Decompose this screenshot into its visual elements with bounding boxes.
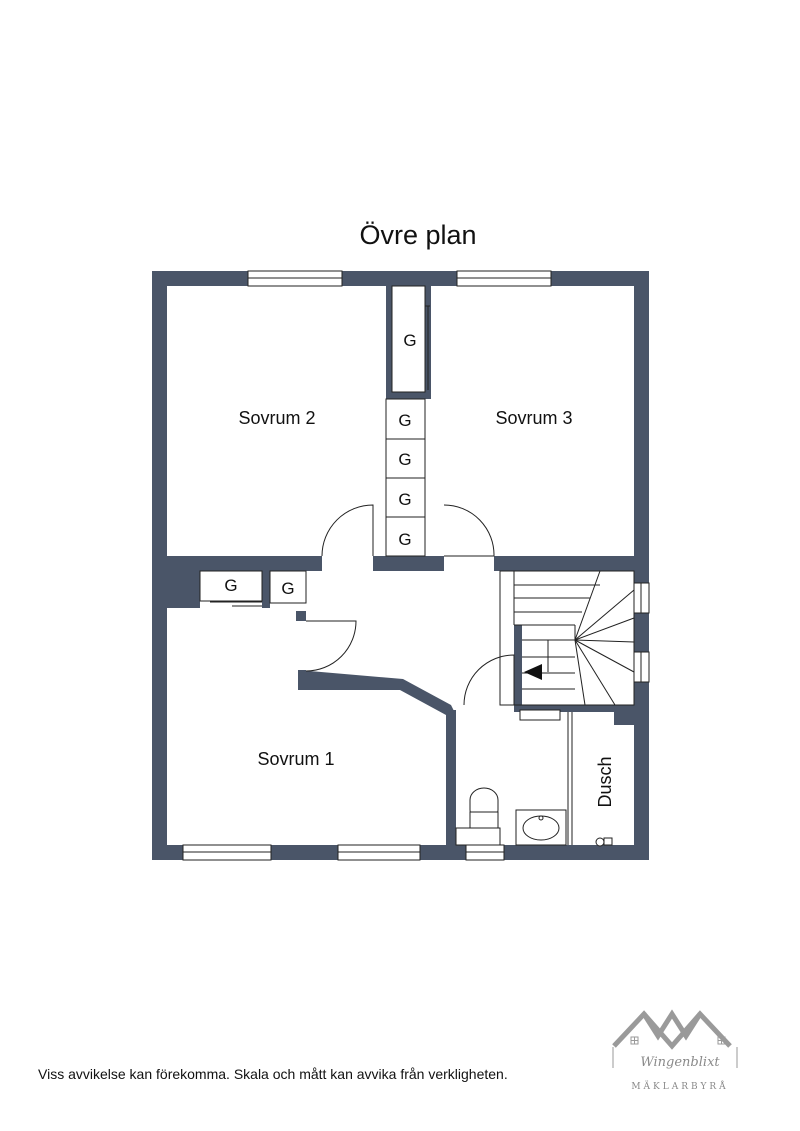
logo-windows-icon	[612, 1036, 738, 1068]
closet-label: G	[398, 411, 411, 430]
doors	[305, 504, 515, 706]
stairs	[499, 570, 635, 706]
central-closets	[385, 285, 430, 557]
closet-label: G	[281, 579, 294, 598]
logo-name: Wingenblixt	[640, 1055, 720, 1070]
windows	[182, 270, 650, 861]
disclaimer-text: Viss avvikelse kan förekomma. Skala och …	[38, 1066, 508, 1082]
closet-label: G	[398, 490, 411, 509]
room-label-sovrum-1: Sovrum 1	[257, 749, 334, 769]
closet-label: G	[403, 331, 416, 350]
bathroom-fixtures	[455, 709, 613, 847]
left-closets	[199, 570, 307, 607]
room-label-sovrum-2: Sovrum 2	[238, 408, 315, 428]
logo-subtitle: MÄKLARBYRÅ	[631, 1080, 728, 1092]
closet-label: G	[224, 576, 237, 595]
plan-title: Övre plan	[359, 220, 476, 250]
stair-arrow-icon	[524, 664, 542, 680]
room-label-sovrum-3: Sovrum 3	[495, 408, 572, 428]
closet-label: G	[398, 530, 411, 549]
roof-logo-icon	[612, 1009, 732, 1050]
wingenblixt-logo: Wingenblixt MÄKLARBYRÅ	[612, 1009, 738, 1092]
room-label-dusch: Dusch	[595, 756, 615, 807]
closet-label: G	[398, 450, 411, 469]
